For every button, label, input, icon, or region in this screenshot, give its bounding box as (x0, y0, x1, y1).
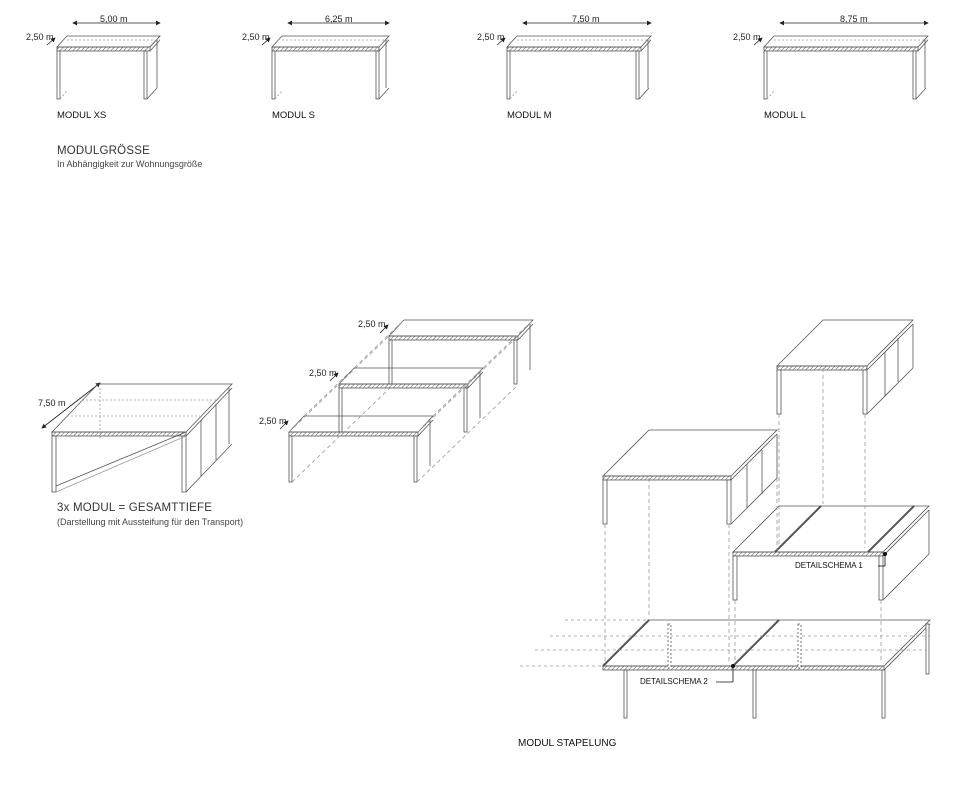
stacking-drawing (520, 319, 931, 719)
module-xs-width-dim: 5,00 m (100, 14, 128, 24)
total-depth-subtitle: (Darstellung mit Aussteifung für den Tra… (57, 517, 244, 527)
module-xs-label: MODUL XS (57, 110, 107, 121)
detail-schema-1-label: DETAILSCHEMA 1 (795, 561, 863, 570)
combined-module-drawing (41, 382, 233, 493)
module-s-width-dim: 6,25 m (325, 14, 353, 24)
detail-schema-2-label: DETAILSCHEMA 2 (640, 677, 708, 686)
module-xs-depth-dim: 2,50 m (26, 32, 54, 42)
module-m-drawing (496, 20, 652, 100)
module-m-label: MODUL M (507, 110, 552, 121)
stack-depth-dim-front: 2,50 m (259, 416, 287, 426)
module-xs-drawing (46, 20, 161, 100)
module-l-width-dim: 8,75 m (840, 14, 868, 24)
total-depth-title: 3x MODUL = GESAMTTIEFE (57, 502, 213, 514)
module-l-drawing (753, 20, 929, 100)
module-s-depth-dim: 2,50 m (242, 32, 270, 42)
stacked-modules-drawing (279, 319, 534, 483)
module-m-depth-dim: 2,50 m (477, 32, 505, 42)
module-s-label: MODUL S (272, 110, 315, 121)
module-size-subtitle: In Abhängigkeit zur Wohnungsgröße (57, 159, 203, 169)
module-l-depth-dim: 2,50 m (733, 32, 761, 42)
stack-depth-dim-middle: 2,50 m (309, 368, 337, 378)
total-depth-dim: 7,50 m (38, 398, 66, 408)
stacking-title: MODUL STAPELUNG (518, 738, 617, 749)
module-s-drawing (261, 20, 390, 100)
stack-depth-dim-back: 2,50 m (358, 319, 386, 329)
module-size-title: MODULGRÖSSE (57, 145, 150, 157)
module-l-label: MODUL L (764, 110, 806, 121)
module-m-width-dim: 7,50 m (572, 14, 600, 24)
